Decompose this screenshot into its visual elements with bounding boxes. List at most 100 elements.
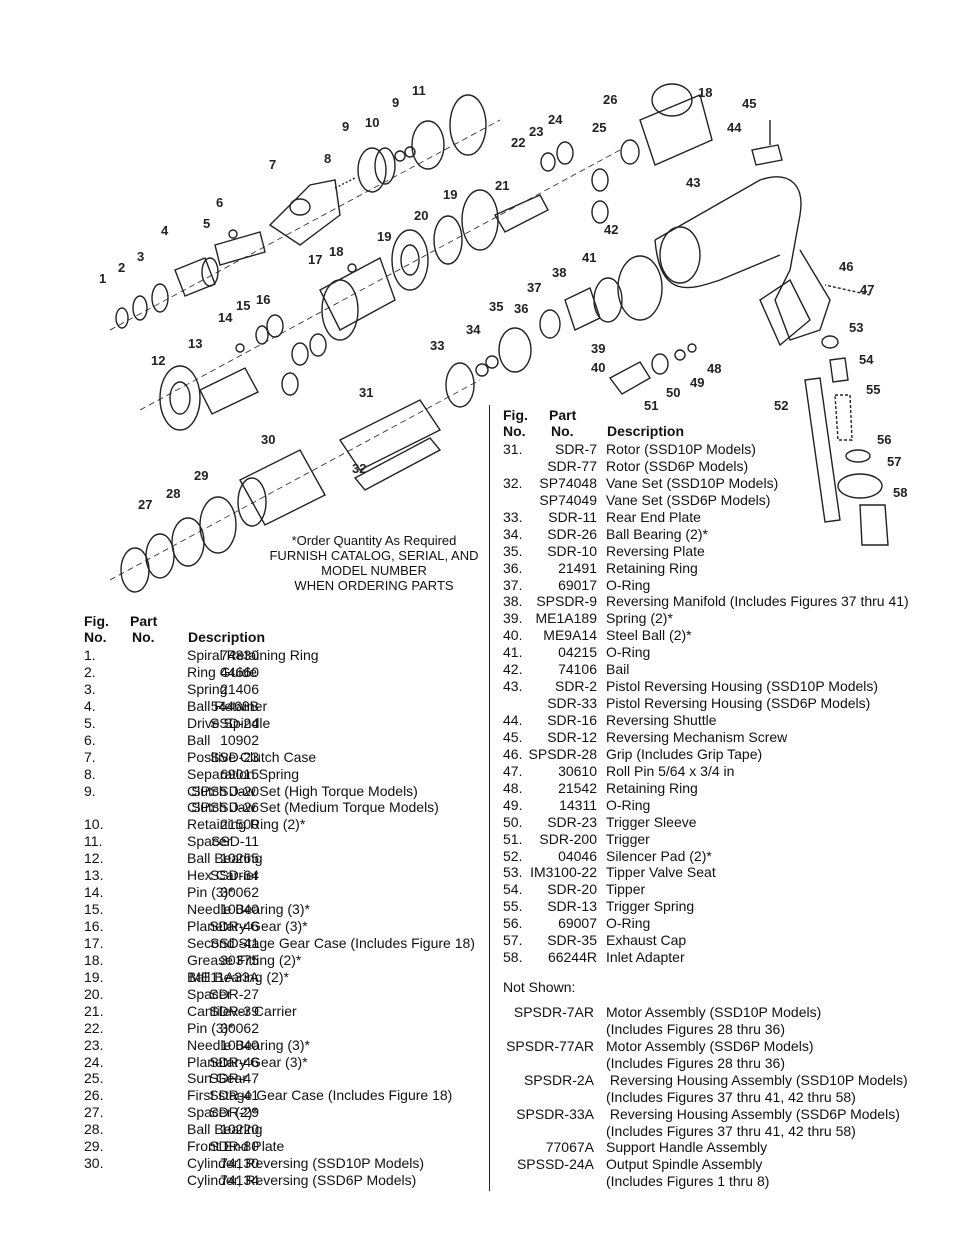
part-number: SPSSD-26 <box>191 799 259 816</box>
note-line: MODEL NUMBER <box>321 563 427 578</box>
header-fig: Fig. <box>84 613 109 629</box>
spacer <box>503 996 923 1004</box>
callout-49: 49 <box>690 375 705 390</box>
fig-number: 24. <box>84 1053 104 1070</box>
fig-number: 29. <box>84 1138 104 1155</box>
callout-57: 57 <box>887 454 902 469</box>
part-number: SDR-13 <box>547 898 597 915</box>
fig-number: 20. <box>84 985 104 1002</box>
part-description: Grip (Includes Grip Tape) <box>606 745 763 762</box>
part-number: 10220 <box>220 1121 259 1138</box>
part-number: SDR-80 <box>209 1138 259 1155</box>
part-number: 10040 <box>220 1036 259 1053</box>
part-number: SP74049 <box>539 491 597 508</box>
callout-13: 13 <box>188 336 203 351</box>
part-description: Ball Bearing (2)* <box>187 968 289 985</box>
callout-4: 4 <box>161 223 169 238</box>
callout-37: 37 <box>527 280 542 295</box>
part-description: Reversing Housing Assembly (SSD10P Model… <box>606 1071 908 1088</box>
part-number: SP74048 <box>539 474 597 491</box>
part-number: SDR-46 <box>209 1053 259 1070</box>
part-description: Pin (3)* <box>187 884 234 901</box>
part-number: SSD-41 <box>209 934 259 951</box>
fig-number: 41. <box>503 644 523 661</box>
fig-number: 6. <box>84 731 96 748</box>
part-number: SPSDR-33A <box>516 1105 594 1122</box>
part-number: SDR-29 <box>209 1104 259 1121</box>
fig-number: 28. <box>84 1121 104 1138</box>
fig-number: 52. <box>503 847 523 864</box>
part-number: SSD-64 <box>209 867 259 884</box>
part-number: 10040 <box>220 901 259 918</box>
part-description: Ball <box>187 731 211 748</box>
part-number: SDR-33 <box>547 695 597 712</box>
part-number: 10902 <box>220 731 259 748</box>
part-description: Pin (3)* <box>187 1019 234 1036</box>
part-description: Spacer <box>187 833 232 850</box>
part-number: SDR-47 <box>209 1070 259 1087</box>
callout-44: 44 <box>727 120 742 135</box>
part-number: SDR-10 <box>547 542 597 559</box>
fig-number: 42. <box>503 661 523 678</box>
part-number: ME9A14 <box>543 627 597 644</box>
fig-number: 46. <box>503 745 523 762</box>
fig-number: 22. <box>84 1019 104 1036</box>
not-shown-row-continued: (Includes Figures 28 thru 36) <box>503 1055 923 1072</box>
callout-53: 53 <box>849 320 864 335</box>
part-description: Bail <box>606 661 630 678</box>
part-number: 21491 <box>558 559 597 576</box>
part-description: O-Ring <box>606 915 651 932</box>
part-description: Grease Fitting (2)* <box>187 951 302 968</box>
part-number: 69007 <box>558 915 597 932</box>
fig-number: 4. <box>84 697 96 714</box>
header-description: Description <box>188 629 266 645</box>
part-description: Retaining Ring <box>606 779 698 796</box>
part-number: SPSDR-7AR <box>513 1003 594 1020</box>
part-description: Exhaust Cap <box>606 932 687 949</box>
note-line: FURNISH CATALOG, SERIAL, AND <box>269 548 479 563</box>
callout-3: 3 <box>137 249 145 264</box>
callout-19b: 19 <box>443 187 458 202</box>
callout-55: 55 <box>866 382 881 397</box>
callout-28: 28 <box>166 486 181 501</box>
callout-22: 22 <box>511 135 526 150</box>
fig-number: 9. <box>84 782 96 799</box>
part-number: SDR-39 <box>209 1002 259 1019</box>
callout-23: 23 <box>529 124 544 139</box>
part-description: Tipper <box>606 881 646 898</box>
callout-35: 35 <box>489 299 504 314</box>
part-description: Trigger Sleeve <box>606 813 697 830</box>
part-number: SDR-41 <box>209 1087 259 1104</box>
part-description: Pistol Reversing Housing (SSD6P Models) <box>606 695 871 712</box>
callout-20: 20 <box>414 208 429 223</box>
part-number: 44660 <box>220 663 259 680</box>
header-description: Description <box>607 423 685 439</box>
callout-16: 16 <box>256 292 271 307</box>
fig-number: 23. <box>84 1036 104 1053</box>
part-description: Drive Spindle <box>187 714 271 731</box>
part-number: ME1A189 <box>535 610 597 627</box>
diagram-drawing <box>109 83 889 593</box>
callout-39: 39 <box>591 341 606 356</box>
